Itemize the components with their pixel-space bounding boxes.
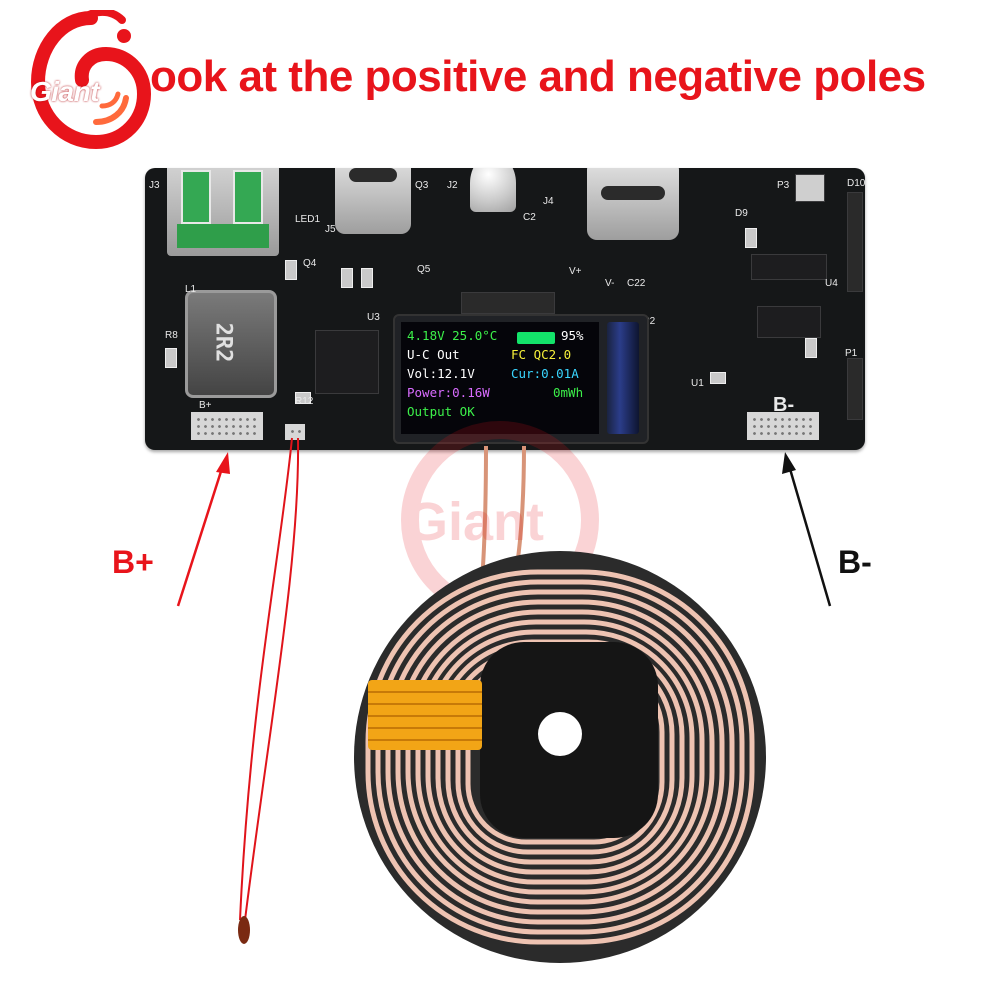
usb-a-port (167, 168, 279, 256)
giant-logo-icon (30, 10, 152, 150)
pad-label-positive: B+ (199, 400, 212, 411)
silk-label: LED1 (295, 214, 321, 225)
ic-chip (751, 254, 827, 280)
oled-voltage: Vol:12.1V (407, 366, 475, 381)
silk-label: Q4 (303, 258, 317, 269)
silk-label: P1 (845, 348, 858, 359)
oled-status: Output OK (407, 404, 475, 419)
silk-label: V- (605, 278, 615, 289)
smd-component (710, 372, 726, 384)
flex-tape (368, 680, 482, 750)
oled-power: Power:0.16W (407, 385, 490, 400)
pcb-board: 2R2 J3 J5 Q3 J2 J4 C2 LED1 Q4 Q5 V+ V- C… (145, 168, 865, 450)
wireless-charging-coil (354, 551, 766, 963)
header-strip (847, 192, 863, 292)
silk-label: J5 (325, 224, 336, 235)
silk-label: C2 (523, 212, 536, 223)
silk-label: P2 (643, 316, 656, 327)
oled-battery-percent: 95% (561, 328, 584, 343)
thermistor-bead (238, 916, 250, 944)
smd-component (805, 338, 817, 358)
positive-pole-label: B+ (112, 544, 154, 580)
pad-label-negative: B- (773, 394, 795, 416)
silk-label: J3 (149, 180, 160, 191)
silk-label: U4 (825, 278, 838, 289)
led-lamp (470, 168, 516, 212)
oled-voltage-temp: 4.18V 25.0°C (407, 328, 498, 343)
battery-pad-negative (747, 412, 819, 440)
switch (795, 174, 825, 202)
thermistor-wire (238, 437, 300, 944)
battery-level-icon (517, 332, 555, 344)
battery-pad-positive (191, 412, 263, 440)
usb-c-port-left (335, 168, 411, 234)
header-strip (461, 292, 555, 314)
thermistor-pad (285, 424, 305, 440)
ic-chip (315, 330, 379, 394)
inductor (185, 290, 277, 398)
ic-chip (757, 306, 821, 338)
oled-flex-cable (607, 322, 639, 434)
silk-label: P3 (777, 180, 790, 191)
silk-label: D9 (735, 208, 748, 219)
header-strip (847, 358, 863, 420)
positive-arrow (176, 452, 230, 607)
smd-component (165, 348, 177, 368)
smd-component (745, 228, 757, 248)
oled-current: Cur:0.01A (511, 366, 579, 381)
silk-label: Q3 (415, 180, 429, 191)
smd-component (285, 260, 297, 280)
silk-label: U1 (691, 378, 704, 389)
page-title: ook at the positive and negative poles (150, 52, 926, 101)
oled-protocol: FC QC2.0 (511, 347, 572, 362)
smd-component (361, 268, 373, 288)
oled-energy: 0mWh (553, 385, 584, 400)
silk-label: V+ (569, 266, 582, 277)
silk-label: C22 (627, 278, 646, 289)
silk-label: D10 (847, 178, 865, 189)
negative-pole-label: B- (838, 544, 872, 580)
silk-label: R12 (295, 396, 314, 407)
smd-component (341, 268, 353, 288)
oled-screen: 4.18V 25.0°C 95% U-C Out FC QC2.0 Vol:12… (401, 322, 599, 434)
oled-output-port: U-C Out (407, 347, 460, 362)
silk-label: J2 (447, 180, 458, 191)
usb-c-port-right (587, 168, 679, 240)
silk-label: U3 (367, 312, 380, 323)
watermark-text: Giant (406, 492, 544, 552)
oled-display: 4.18V 25.0°C 95% U-C Out FC QC2.0 Vol:12… (393, 314, 649, 444)
silk-label: L1 (185, 284, 197, 295)
smd-component (295, 392, 311, 404)
negative-arrow (782, 452, 832, 607)
silk-label: J4 (543, 196, 554, 207)
silk-label: Q5 (417, 264, 431, 275)
silk-label: R8 (165, 330, 178, 341)
logo-text: Giant (30, 76, 100, 107)
